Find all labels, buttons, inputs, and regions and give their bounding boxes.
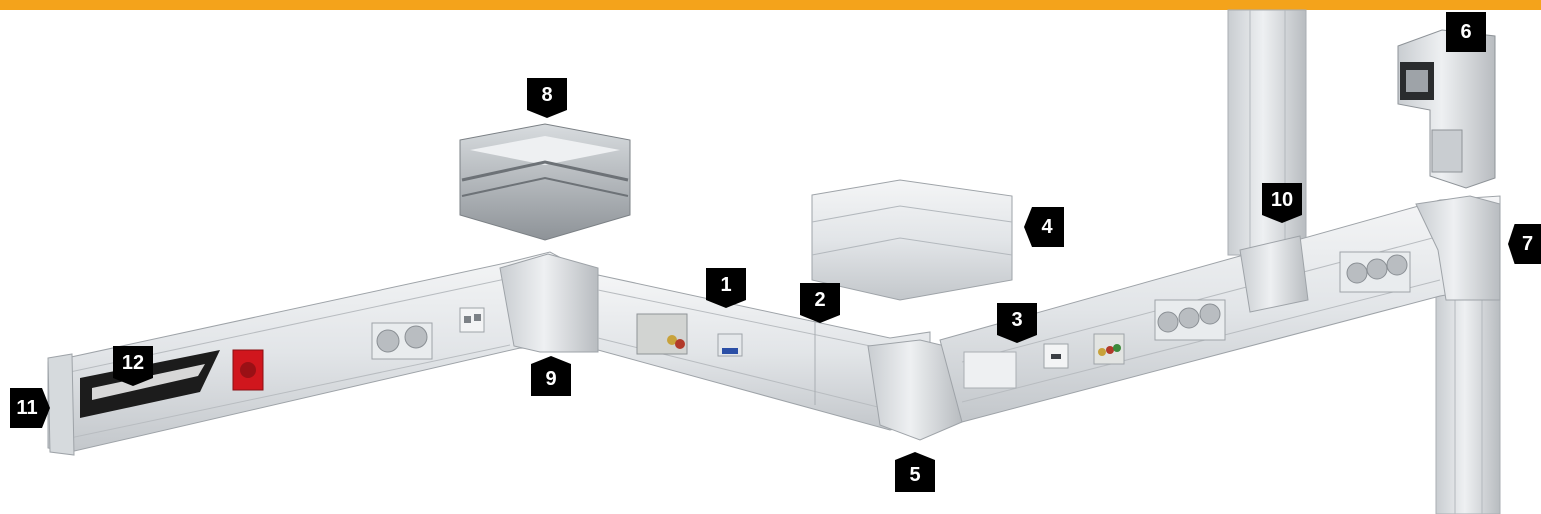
callout-label-8: 8 [541, 84, 553, 106]
outer-corner-detail-piece [811, 179, 1013, 301]
duct-right-segment [939, 195, 1501, 423]
callout-label-9: 9 [545, 367, 557, 390]
callout-marker-7: 7 [1508, 224, 1541, 264]
t-piece-detail [1397, 29, 1496, 189]
callout-label-10: 10 [1270, 189, 1294, 211]
inner-corner-detail-piece [459, 123, 631, 241]
callout-label-2: 2 [814, 289, 826, 311]
vertical-duct-post-center [1227, 9, 1307, 256]
callout-marker-12: 12 [113, 346, 153, 386]
callout-marker-3: 3 [997, 303, 1037, 343]
callout-marker-10: 10 [1262, 183, 1302, 223]
callout-marker-8: 8 [527, 78, 567, 118]
inner-corner-piece [499, 253, 599, 353]
callout-label-11: 11 [16, 396, 38, 419]
callout-marker-1: 1 [706, 268, 746, 308]
callout-marker-4: 4 [1024, 207, 1064, 247]
callout-label-6: 6 [1460, 20, 1472, 43]
callout-label-4: 4 [1041, 215, 1053, 238]
callout-label-1: 1 [720, 274, 732, 296]
callout-marker-6: 6 [1446, 12, 1486, 52]
duct-middle-segment [597, 274, 931, 431]
callout-marker-5: 5 [895, 452, 935, 492]
callout-label-12: 12 [121, 352, 145, 374]
callout-marker-2: 2 [800, 283, 840, 323]
callout-marker-11: 11 [10, 388, 50, 428]
callout-marker-9: 9 [531, 356, 571, 396]
callout-label-7: 7 [1521, 232, 1534, 255]
accent-top-bar [0, 0, 1541, 10]
callout-label-5: 5 [909, 463, 921, 486]
callout-label-3: 3 [1011, 309, 1023, 331]
vertical-duct-post-right [1435, 279, 1501, 514]
duct-left-segment [47, 251, 599, 456]
